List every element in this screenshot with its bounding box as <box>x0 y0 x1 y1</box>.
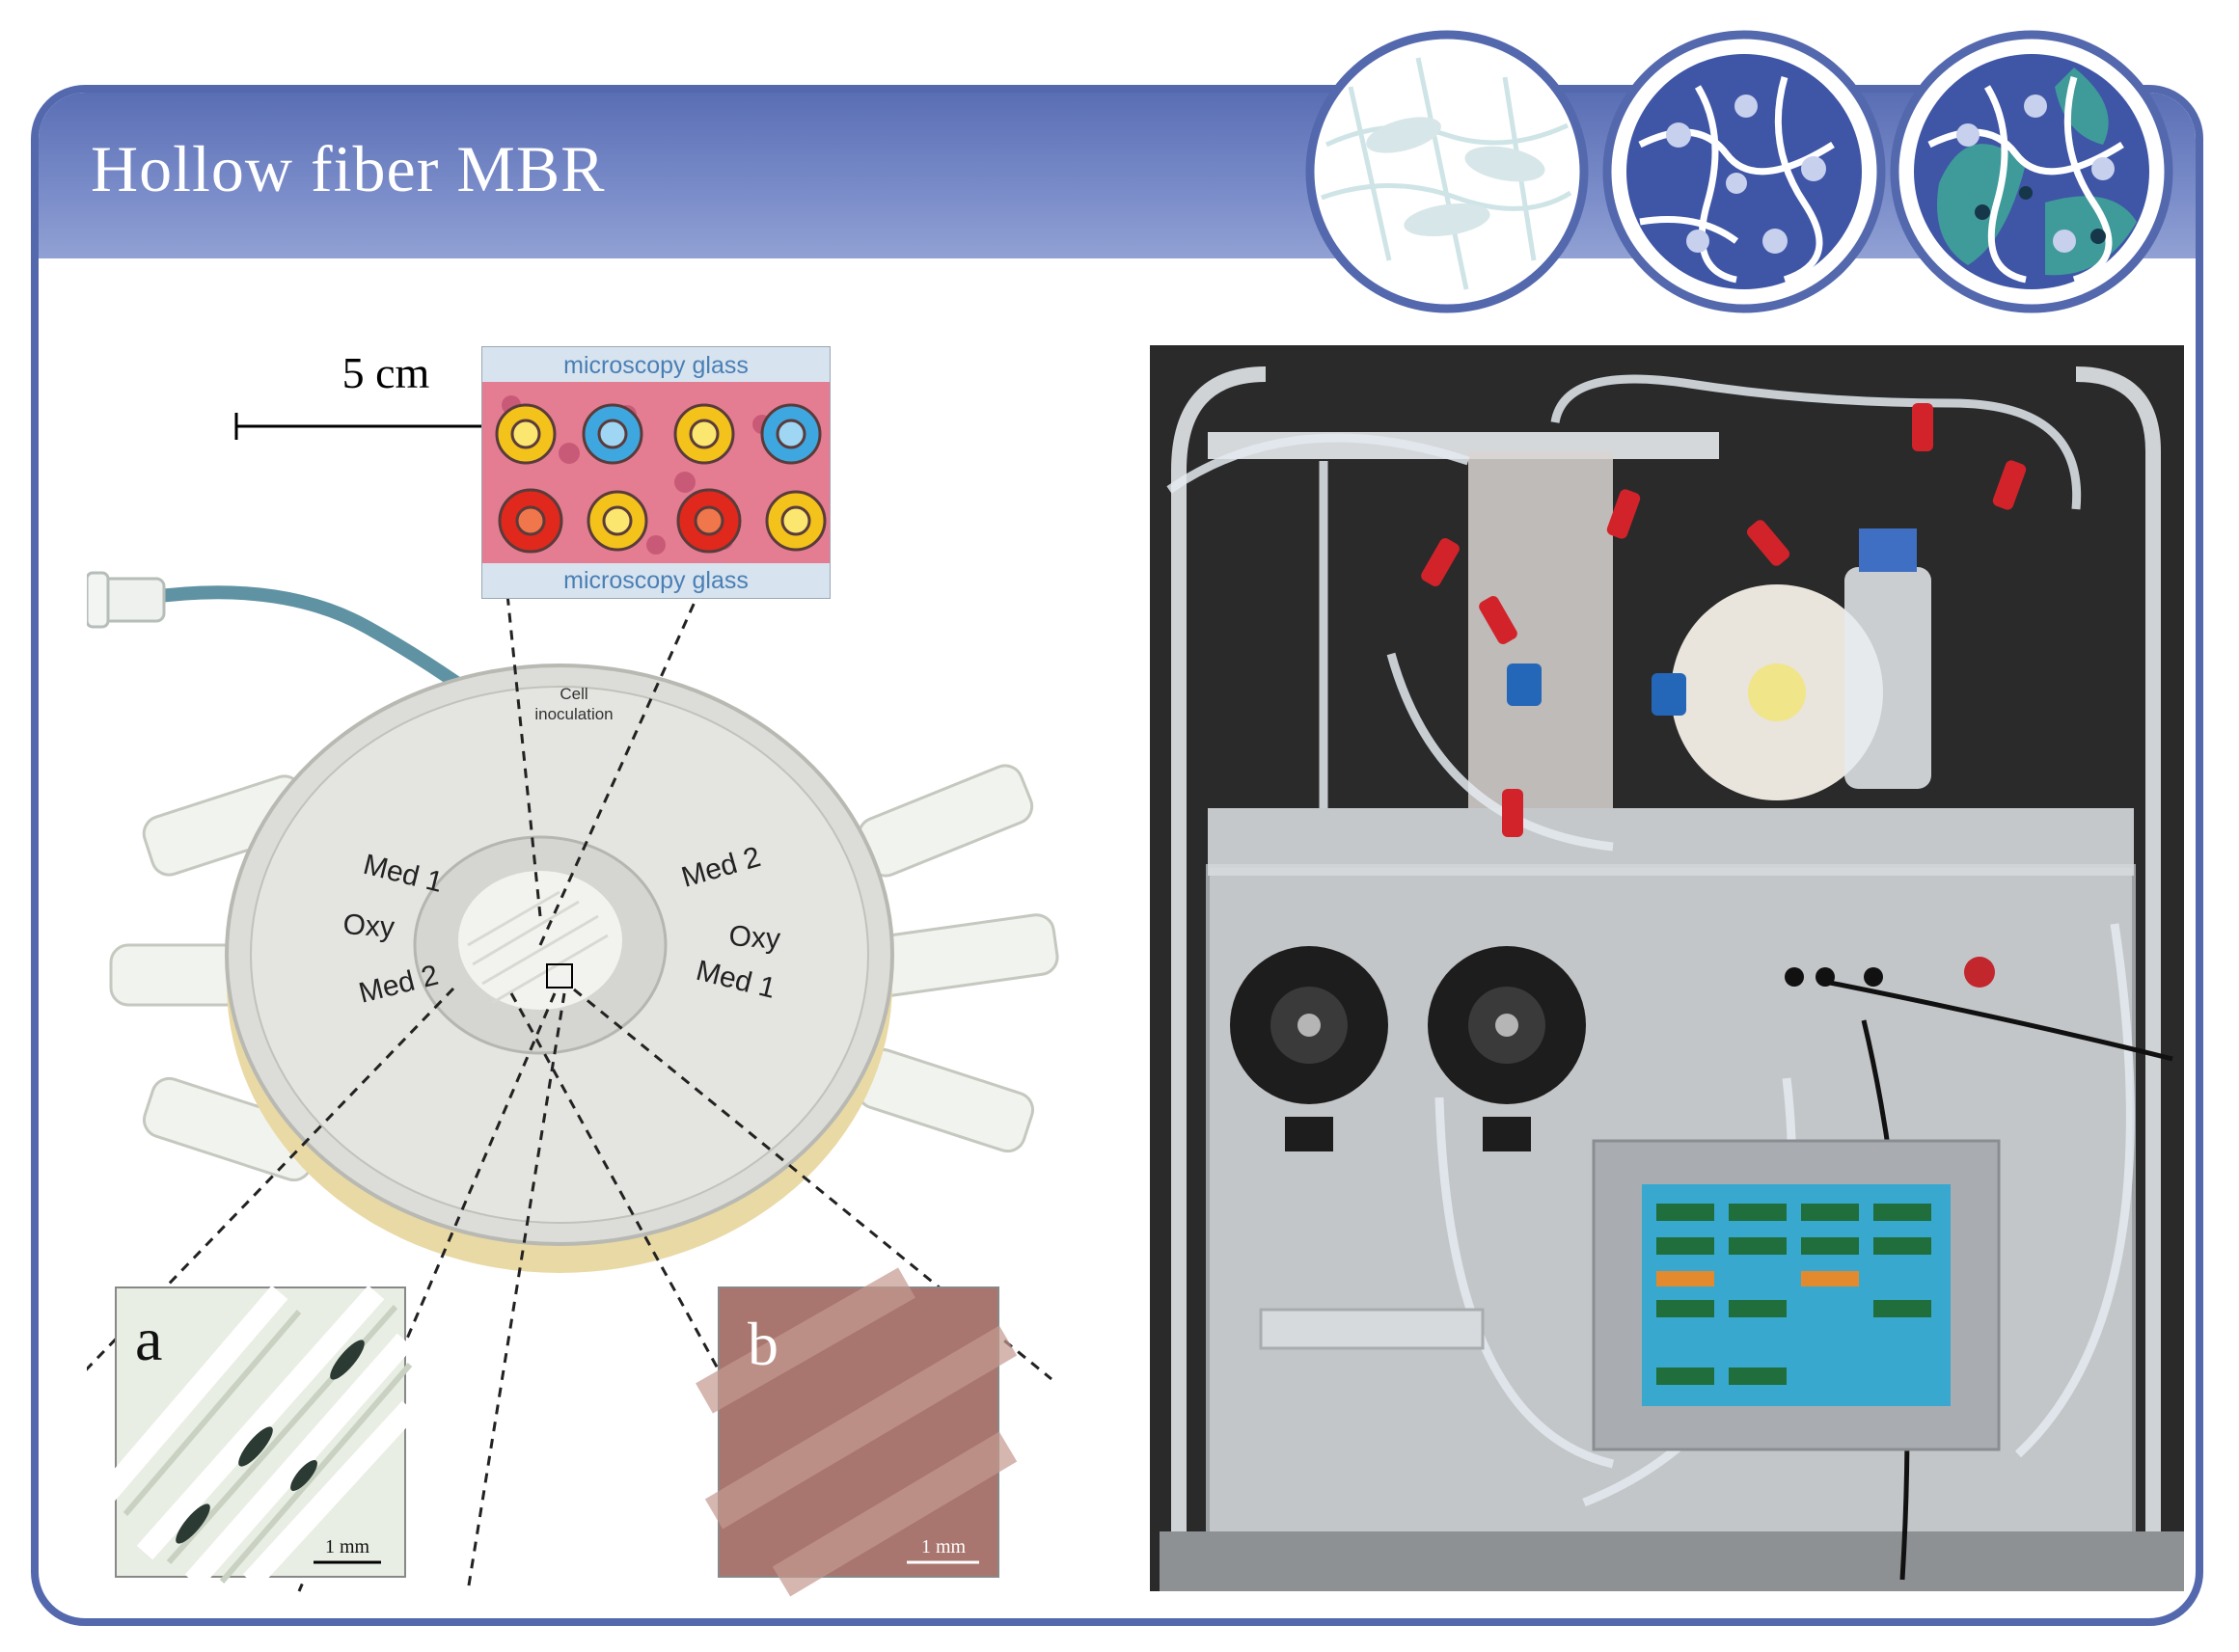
scale-bar: 5 cm <box>234 348 537 440</box>
peristaltic-pump-2 <box>1428 946 1586 1151</box>
reactor-body <box>225 664 894 1273</box>
glass-top-label: microscopy glass <box>563 352 749 379</box>
medium-column <box>1468 451 1613 808</box>
peristaltic-pump-1 <box>1230 946 1388 1151</box>
left-port-label-2: Oxy <box>342 908 396 944</box>
bioreactor-system-photo <box>1150 345 2184 1591</box>
inset-a-scale: 1 mm <box>325 1536 370 1557</box>
inset-b-scale: 1 mm <box>921 1536 967 1557</box>
microscopy-inset: microscopy glass microscopy glass <box>481 346 831 599</box>
slide-title: Hollow fiber MBR <box>91 132 606 205</box>
valves <box>1421 403 2027 837</box>
inset-a: a 1 mm <box>97 1285 419 1589</box>
frame-rails <box>1171 366 2161 1580</box>
right-port-label-2: Oxy <box>728 920 782 956</box>
glass-bottom-label: microscopy glass <box>563 567 749 594</box>
right-port-connectors <box>857 764 1059 1153</box>
touchscreen-display <box>1592 1139 2001 1451</box>
inoculation-label-line2: inoculation <box>534 705 613 723</box>
inset-a-letter: a <box>135 1305 162 1373</box>
inset-b-letter: b <box>748 1310 778 1378</box>
inset-b: b 1 mm <box>696 1267 1018 1597</box>
inoculation-label-line1: Cell <box>560 685 587 703</box>
scale-label: 5 cm <box>342 348 430 397</box>
reactor-diagram: 5 cm Cell inoculation Med 1 Ox <box>87 346 1059 1597</box>
